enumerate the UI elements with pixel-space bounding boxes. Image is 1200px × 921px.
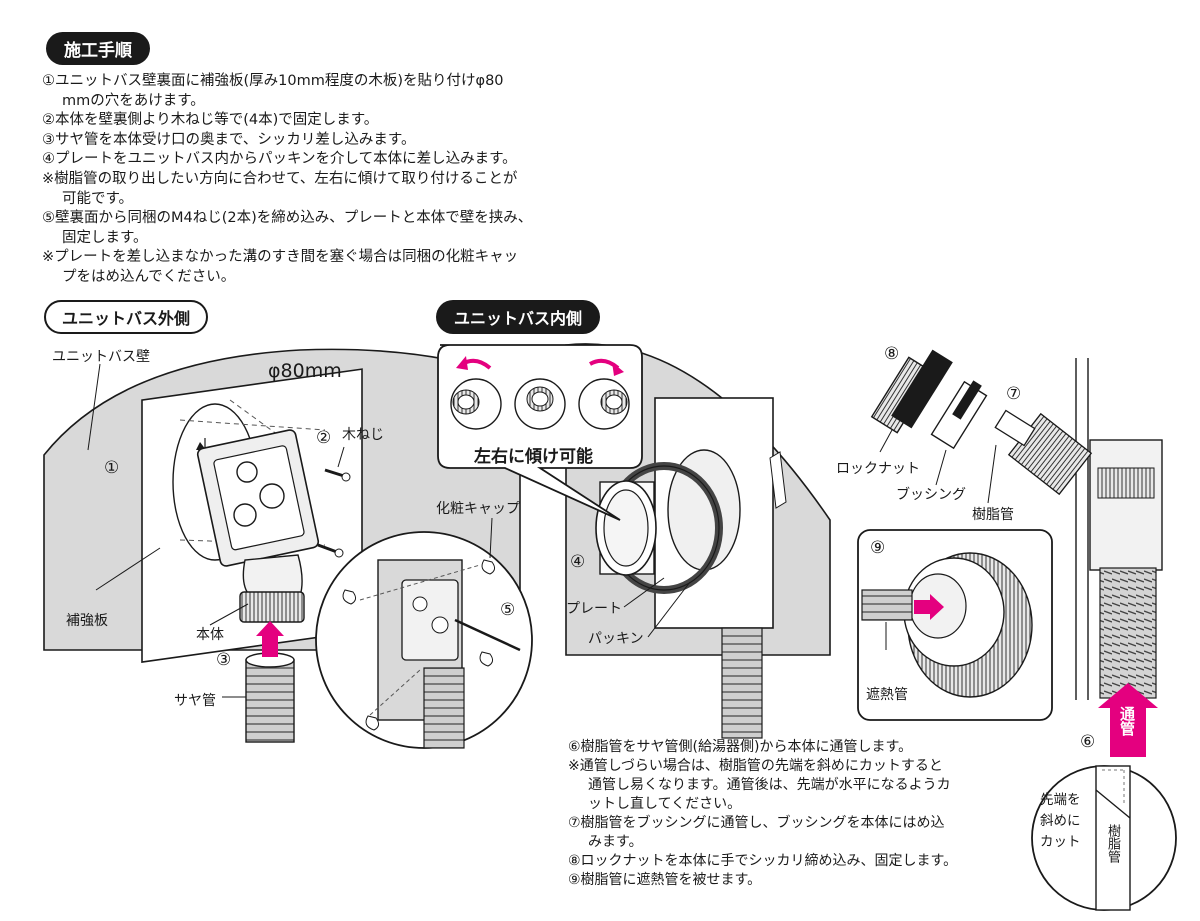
insulation-label: 遮熱管	[866, 687, 908, 703]
step-number-6: ⑥	[1080, 732, 1096, 752]
cut-detail-text: 先端を 斜めに カット	[1040, 790, 1081, 853]
step-number-2: ②	[316, 428, 332, 448]
cap-label: 化粧キャップ	[436, 501, 520, 517]
step-line: ①ユニットバス壁裏面に補強板(厚み10mm程度の木板)を貼り付けφ80	[42, 73, 504, 89]
outer-wall-drawing	[43, 348, 521, 743]
step-line: ③サヤ管を本体受け口の奥まで、シッカリ差し込みます。	[42, 131, 416, 148]
inside-badge: ユニットバス内側	[436, 300, 601, 334]
screw-label: 木ねじ	[342, 427, 384, 443]
locknut-label: ロックナット	[836, 461, 920, 477]
step-number-5: ⑤	[500, 600, 516, 620]
step-number-7: ⑦	[1006, 384, 1022, 404]
pipe-through-arrow-label: 通管	[1118, 706, 1136, 736]
outside-badge: ユニットバス外側	[44, 300, 209, 334]
packing-label: パッキン	[588, 631, 644, 647]
body-label: 本体	[196, 627, 224, 643]
step-number-1: ①	[104, 458, 120, 478]
note-line: ⑥樹脂管をサヤ管側(給湯器側)から本体に通管します。	[568, 739, 913, 755]
note-line: みます。	[588, 834, 643, 850]
step-line: ⑤壁裏面から同梱のM4ねじ(2本)を締め込み、プレートと本体で壁を挟み、	[42, 210, 533, 227]
step-number-8: ⑧	[884, 344, 900, 364]
note-line: ットし直してください。	[588, 796, 742, 812]
step-line: mmの穴をあけます。	[62, 92, 205, 109]
cut-line: 斜めに	[1040, 813, 1081, 829]
tilt-label: 左右に傾け可能	[474, 447, 593, 467]
note-line: ⑦樹脂管をブッシングに通管し、ブッシングを本体にはめ込	[568, 815, 945, 831]
step-line: ※樹脂管の取り出したい方向に合わせて、左右に傾けて取り付けることが	[42, 170, 518, 187]
step-line: ④プレートをユニットバス内からパッキンを介して本体に差し込みます。	[42, 151, 517, 168]
note-line: 通管し易くなります。通管後は、先端が水平になるようカ	[588, 777, 951, 793]
note-line: ⑧ロックナットを本体に手でシッカリ締め込み、固定します。	[568, 853, 958, 869]
plate-label: プレート	[566, 601, 622, 617]
piping-drawing	[857, 349, 1177, 911]
step-line: 固定します。	[62, 229, 148, 246]
step-number-9: ⑨	[870, 538, 886, 558]
page-title: 施工手順	[46, 32, 150, 65]
resin-pipe-label: 樹脂管	[972, 507, 1014, 523]
wall-label: ユニットバス壁	[52, 349, 150, 365]
board-label: 補強板	[66, 613, 108, 629]
steps-list: ①ユニットバス壁裏面に補強板(厚み10mm程度の木板)を貼り付けφ80 mmの穴…	[42, 72, 602, 288]
note-line: ※通管しづらい場合は、樹脂管の先端を斜めにカットすると	[568, 758, 943, 774]
notes-list: ⑥樹脂管をサヤ管側(給湯器側)から本体に通管します。 ※通管しづらい場合は、樹脂…	[568, 738, 1028, 890]
step-line: プをはめ込んでください。	[62, 268, 236, 285]
cap-detail-drawing	[315, 517, 533, 749]
sleeve-label: サヤ管	[174, 693, 216, 709]
step-line: 可能です。	[62, 190, 134, 207]
hole-label: φ80mm	[268, 360, 342, 382]
step-number-4: ④	[570, 552, 586, 572]
note-line: ⑨樹脂管に遮熱管を被せます。	[568, 872, 762, 888]
bushing-label: ブッシング	[896, 487, 966, 503]
cut-line: 先端を	[1040, 792, 1081, 808]
step-number-3: ③	[216, 650, 232, 670]
step-line: ②本体を壁裏側より木ねじ等で(4本)で固定します。	[42, 112, 379, 129]
inner-wall-drawing	[437, 343, 831, 739]
cut-line: カット	[1040, 834, 1081, 850]
cut-resin-label: 樹脂管	[1105, 824, 1120, 863]
step-line: ※プレートを差し込まなかった溝のすき間を塞ぐ場合は同梱の化粧キャッ	[42, 249, 519, 266]
